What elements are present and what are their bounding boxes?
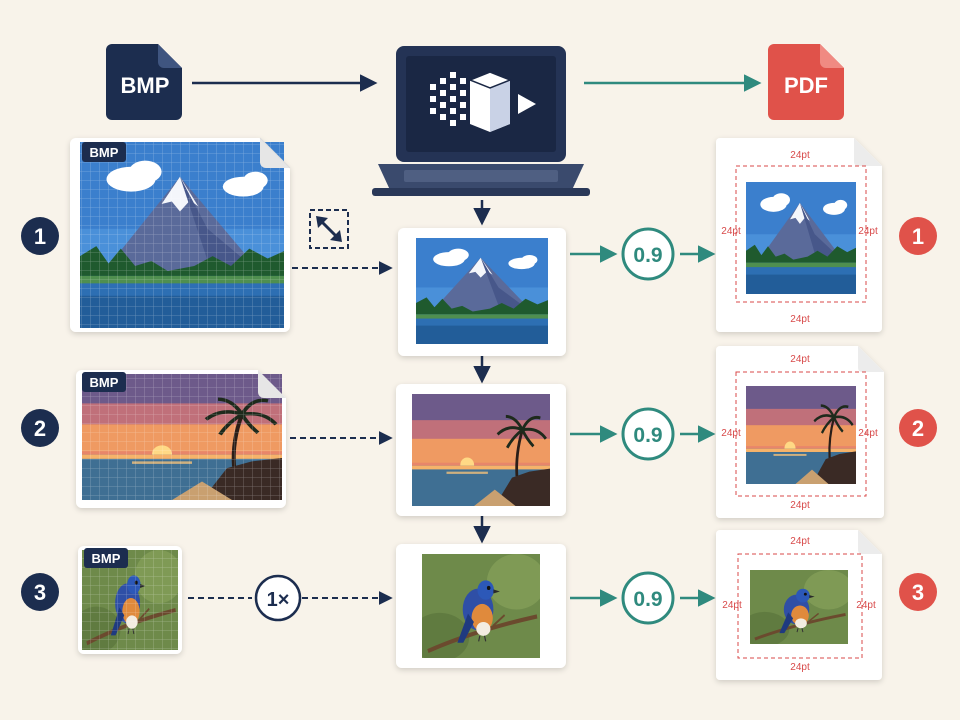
margin-left-label: 24pt [721,428,741,439]
jpeg-quality: 0.9 [633,588,662,611]
row-3: 3 BMP 1× 0.9 24pt 24pt 24pt 24pt 3 [21,530,937,680]
margin-bottom-label: 24pt [790,314,810,325]
margin-right-label: 24pt [856,600,876,611]
sunset-pdf-image [746,386,856,484]
jpeg-quality: 0.9 [633,424,662,447]
svg-text:1: 1 [912,224,924,249]
margin-left-label: 24pt [722,600,742,611]
margin-top-label: 24pt [790,536,810,547]
source-format-label: BMP [121,73,170,98]
row-number: 1 [34,224,46,249]
mountain-normalized-image [416,238,548,344]
margin-top-label: 24pt [790,150,810,161]
jpeg-quality: 0.9 [633,244,662,267]
row-number: 3 [34,580,46,605]
margin-right-label: 24pt [858,428,878,439]
margin-left-label: 24pt [721,226,741,237]
bmp-file-icon: BMP [106,44,182,120]
target-format-label: PDF [784,73,828,98]
mountain-pdf-image [746,182,856,294]
row-number: 2 [34,416,46,441]
sunset-normalized-image [412,394,550,506]
bird-pdf-image [740,570,853,646]
margin-bottom-label: 24pt [790,662,810,673]
margin-top-label: 24pt [790,354,810,365]
resize-arrows-icon [310,210,348,248]
margin-bottom-label: 24pt [790,500,810,511]
scale-label: 1× [267,589,290,611]
svg-text:3: 3 [912,580,924,605]
margin-right-label: 24pt [858,226,878,237]
laptop-converter [372,46,590,196]
svg-text:2: 2 [912,416,924,441]
svg-text:BMP: BMP [90,375,119,390]
pdf-file-icon: PDF [768,44,844,120]
bird-normalized-image [410,554,546,661]
svg-text:BMP: BMP [90,145,119,160]
svg-text:BMP: BMP [92,551,121,566]
row-2: 2 BMP 0.9 24pt 24pt 24pt 24pt 2 [21,346,937,518]
